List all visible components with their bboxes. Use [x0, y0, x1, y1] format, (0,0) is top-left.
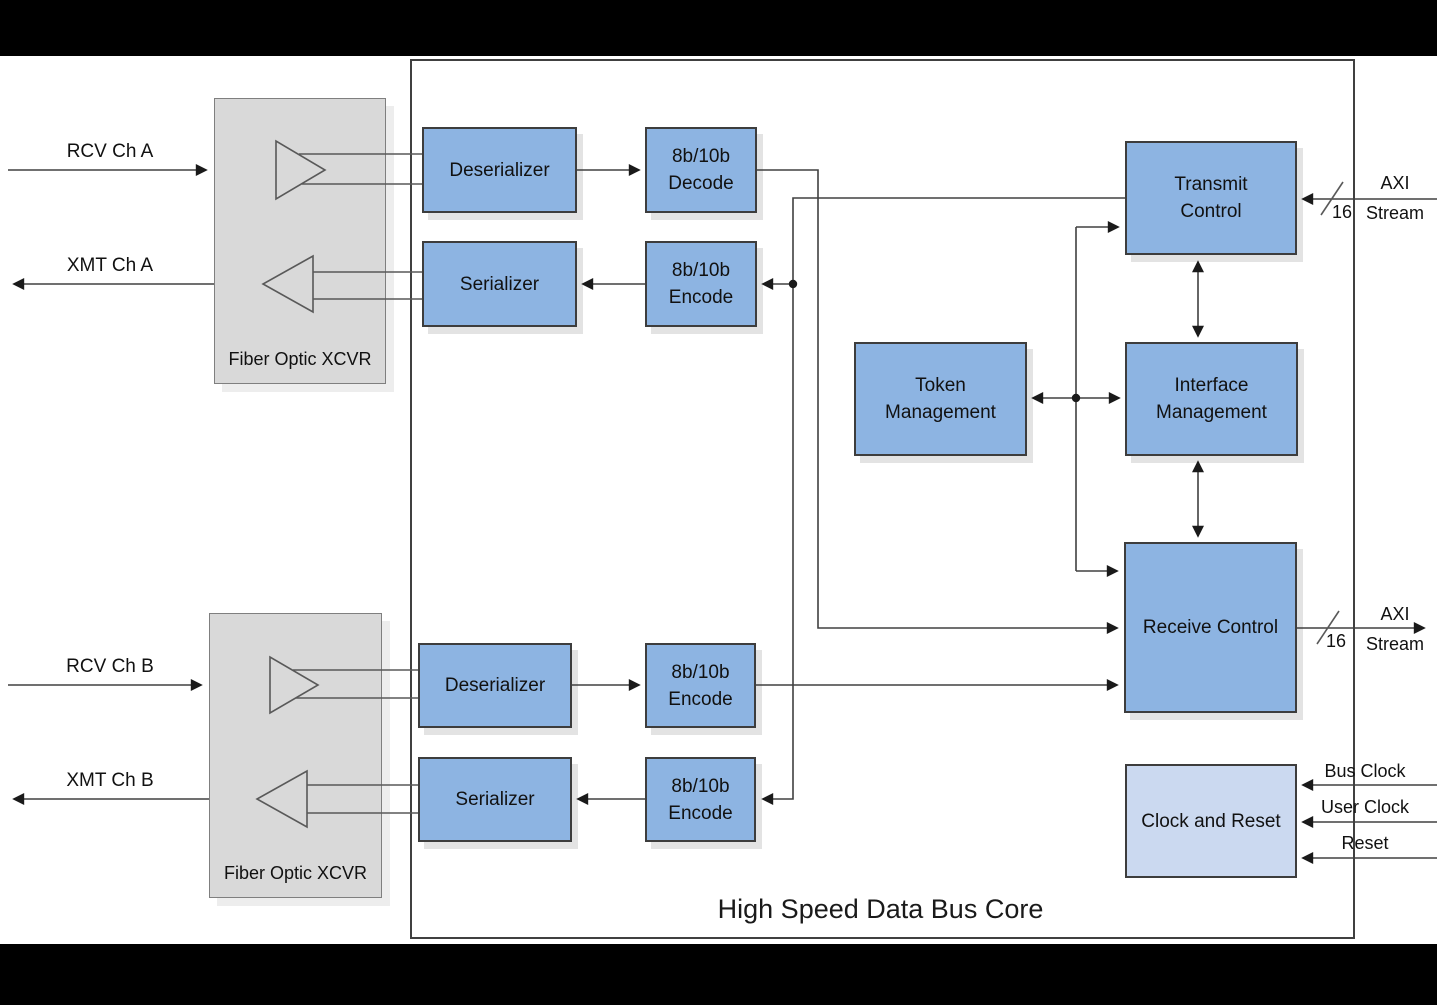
transmit-control-block: Transmit Control [1125, 141, 1297, 255]
token-management-block: Token Management [854, 342, 1027, 456]
clock-and-reset-label: Clock and Reset [1141, 810, 1281, 832]
encode-b1-block: 8b/10b Encode [645, 643, 756, 728]
encode-b1-label: 8b/10b Encode [668, 661, 733, 710]
interface-management-block: Interface Management [1125, 342, 1298, 456]
top-black-bar [0, 0, 1437, 56]
xmt-ch-b-label: XMT Ch B [66, 770, 154, 791]
reset-label: Reset [1341, 833, 1389, 853]
encode-a-label: 8b/10b Encode [668, 260, 734, 308]
deserializer-a-label: Deserializer [449, 159, 550, 181]
rcv-ch-a-label: RCV Ch A [66, 141, 154, 162]
fiber-optic-xcvr-a-block: Fiber Optic XCVR [214, 98, 386, 384]
serializer-b-block: Serializer [418, 757, 572, 842]
interface-management-label: Interface Management [1156, 375, 1267, 423]
xmt-ch-a-label: XMT Ch A [66, 255, 154, 276]
user-clock-label: User Clock [1320, 797, 1409, 817]
axi-stream-in-label: AXI Stream [1365, 173, 1425, 223]
encode-b2-block: 8b/10b Encode [645, 757, 756, 842]
clock-and-reset-block: Clock and Reset [1125, 764, 1297, 878]
deserializer-a-block: Deserializer [422, 127, 577, 213]
decode-a-label: 8b/10b Decode [668, 146, 734, 194]
axi-stream-in-width-label: 16 [1331, 202, 1353, 222]
bottom-black-bar [0, 944, 1437, 1005]
serializer-b-label: Serializer [455, 789, 535, 810]
fiber-optic-xcvr-b-block: Fiber Optic XCVR [209, 613, 382, 898]
axi-stream-out-label: AXI Stream [1365, 604, 1425, 654]
serializer-a-label: Serializer [459, 273, 540, 295]
token-management-label: Token Management [885, 375, 996, 423]
rcv-ch-b-label: RCV Ch B [66, 656, 154, 677]
deserializer-b-label: Deserializer [444, 675, 546, 696]
deserializer-b-block: Deserializer [418, 643, 572, 728]
receive-control-block: Receive Control [1124, 542, 1297, 713]
diagram-title: High Speed Data Bus Core [717, 894, 1044, 924]
core-boundary-rect [410, 59, 1355, 939]
receive-control-label: Receive Control [1142, 617, 1279, 638]
transmit-control-label: Transmit Control [1174, 174, 1248, 222]
bus-clock-label: Bus Clock [1324, 761, 1406, 781]
decode-a-block: 8b/10b Decode [645, 127, 757, 213]
encode-a-block: 8b/10b Encode [645, 241, 757, 327]
fiber-optic-xcvr-b-label: Fiber Optic XCVR [223, 863, 368, 883]
serializer-a-block: Serializer [422, 241, 577, 327]
encode-b2-label: 8b/10b Encode [668, 775, 733, 824]
fiber-optic-xcvr-a-label: Fiber Optic XCVR [228, 349, 372, 369]
axi-stream-out-width-label: 16 [1325, 631, 1347, 651]
